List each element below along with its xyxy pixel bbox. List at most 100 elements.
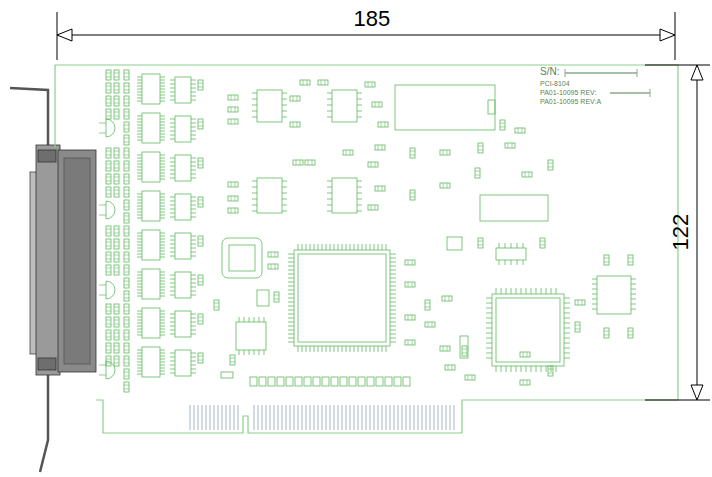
ic-pin xyxy=(170,217,175,218)
header-pin xyxy=(268,377,275,386)
ic-pin xyxy=(170,96,175,97)
chip-pad xyxy=(124,151,129,152)
chip-part xyxy=(290,122,300,127)
chip-pad xyxy=(114,259,119,260)
qfp-pin xyxy=(390,310,396,311)
chip-pad xyxy=(478,150,483,151)
component-outline xyxy=(257,290,269,306)
chip-pad xyxy=(198,278,203,279)
ic-pin xyxy=(137,101,142,102)
qfp-pin xyxy=(511,288,512,294)
ic-pin xyxy=(137,242,142,243)
chip-pad xyxy=(124,103,129,104)
qfp-pin xyxy=(564,343,570,344)
chip-pad xyxy=(308,160,309,165)
ic-pin xyxy=(631,294,636,295)
chip-pad xyxy=(106,268,111,269)
chip-part xyxy=(106,330,111,340)
header-pin xyxy=(295,377,302,386)
ic-pin xyxy=(631,284,636,285)
edge-finger xyxy=(366,405,367,430)
chip-pad xyxy=(346,150,347,155)
chip-pad xyxy=(462,353,467,354)
ic-pin xyxy=(191,252,196,253)
ic-pin xyxy=(631,289,636,290)
chip-part xyxy=(548,366,553,376)
chip-pad xyxy=(106,259,111,260)
ic-pin xyxy=(631,299,636,300)
edge-finger xyxy=(358,405,359,430)
qfp-pin xyxy=(288,314,294,315)
extension-line xyxy=(57,12,58,60)
ic-pin xyxy=(160,365,165,366)
chip-part xyxy=(114,356,119,366)
qfp-pin xyxy=(486,323,492,324)
chip-part xyxy=(500,120,505,130)
chip-part xyxy=(106,174,111,184)
ic-pin xyxy=(160,233,165,234)
qfp-pin xyxy=(521,288,522,294)
ic-pin xyxy=(137,173,142,174)
ic-pin xyxy=(499,243,500,248)
qfp-pin xyxy=(390,314,396,315)
ic-pin xyxy=(254,350,255,355)
chip-pad xyxy=(124,155,129,156)
qfp-pin xyxy=(362,244,363,250)
chip-pad xyxy=(124,372,129,373)
chip-part xyxy=(520,352,530,357)
ic-body xyxy=(142,347,160,377)
ic-pin xyxy=(160,164,165,165)
edge-finger xyxy=(274,405,275,430)
chip-pad xyxy=(214,303,219,304)
chip-pad xyxy=(106,346,111,347)
chip-part xyxy=(114,304,119,314)
chip-part xyxy=(410,148,415,158)
chip-pad xyxy=(124,385,129,386)
chip-part xyxy=(106,96,111,106)
ic-pin xyxy=(191,353,196,354)
ic-pin xyxy=(137,77,142,78)
ic-pin xyxy=(170,353,175,354)
qfp-pin xyxy=(288,306,294,307)
qfp-pin xyxy=(511,366,512,372)
ic-pin xyxy=(191,131,196,132)
connector-body xyxy=(58,150,96,372)
ic-pin xyxy=(170,170,175,171)
chip-pad xyxy=(540,241,545,242)
ic-pin xyxy=(191,96,196,97)
qfp-pin xyxy=(486,358,492,359)
chip-pad xyxy=(106,255,111,256)
chip-pad xyxy=(106,307,111,308)
chip-pad xyxy=(124,86,129,87)
module-outline xyxy=(395,85,495,130)
chip-pad xyxy=(124,73,129,74)
header-pin xyxy=(277,377,284,386)
header-pin xyxy=(322,377,329,386)
chip-pad xyxy=(124,281,129,282)
chip-pad xyxy=(527,352,528,357)
chip-pad xyxy=(523,352,524,357)
edge-finger xyxy=(294,405,295,430)
edge-finger xyxy=(414,405,415,430)
ic-pin xyxy=(160,116,165,117)
edge-finger xyxy=(382,405,383,430)
component-outline xyxy=(221,372,233,378)
chip-part xyxy=(106,343,111,353)
qfp-pin xyxy=(390,338,396,339)
dimension-arrow xyxy=(691,65,703,80)
chip-pad xyxy=(124,298,129,299)
qfp-pin xyxy=(370,244,371,250)
qfp-pin xyxy=(564,323,570,324)
edge-finger xyxy=(266,405,267,430)
edge-finger xyxy=(438,405,439,430)
ic-pin xyxy=(137,239,142,240)
edge-finger xyxy=(426,405,427,430)
edge-finger xyxy=(398,405,399,430)
ic-pin xyxy=(191,209,196,210)
chip-part xyxy=(124,161,129,171)
chip-part xyxy=(114,343,119,353)
qfp-pin xyxy=(526,288,527,294)
chip-pad xyxy=(378,186,379,191)
chip-part xyxy=(540,238,545,248)
ic-pin xyxy=(191,135,196,136)
